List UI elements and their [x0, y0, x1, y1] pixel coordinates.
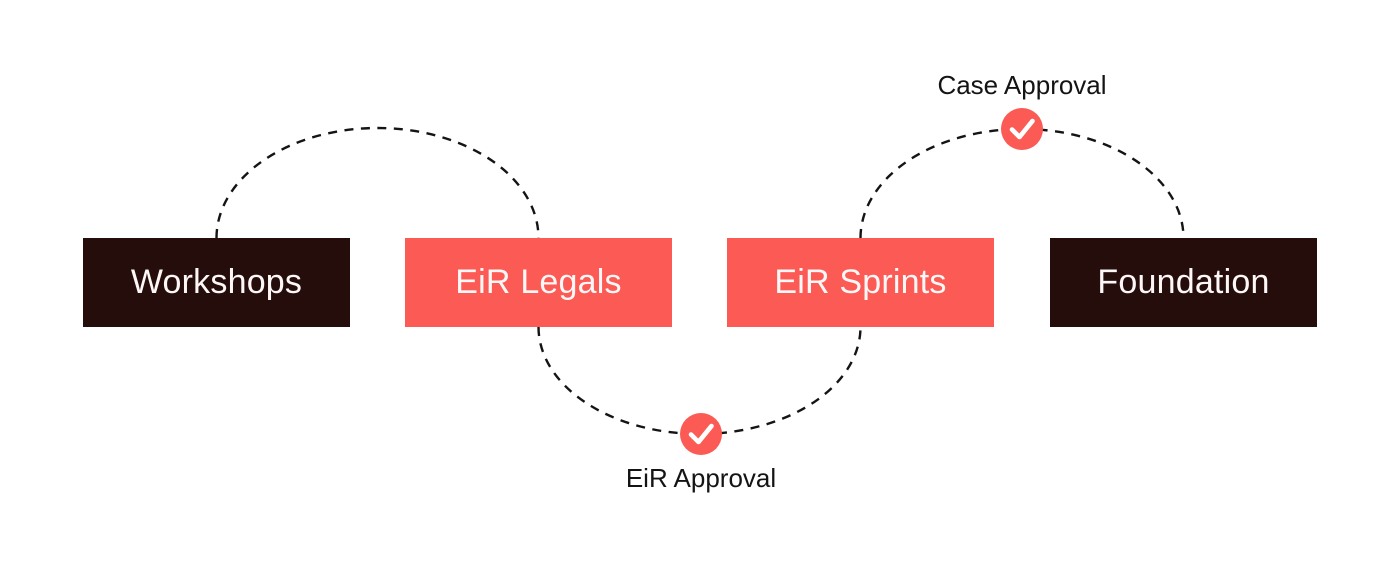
stage-label: Foundation: [1097, 263, 1270, 301]
checkpoint-case-approval: [1001, 108, 1043, 150]
checkpoint-label-case-approval: Case Approval: [937, 70, 1107, 100]
connector-eir-sprints-to-foundation: [859, 127, 1185, 239]
check-circle: [1001, 108, 1043, 150]
stage-label: EiR Sprints: [774, 263, 947, 301]
checkpoint-label-eir-approval: EiR Approval: [625, 463, 777, 493]
stage-box-eir-sprints: EiR Sprints: [727, 238, 994, 327]
stage-box-eir-legals: EiR Legals: [405, 238, 672, 327]
connector-eir-legals-to-eir-sprints: [537, 326, 862, 436]
stage-box-workshops: Workshops: [83, 238, 350, 327]
checkpoint-eir-approval: [680, 413, 722, 455]
connector-workshops-to-eir-legals: [215, 126, 540, 239]
checkmark-icon: [688, 423, 714, 445]
stage-box-foundation: Foundation: [1050, 238, 1317, 327]
stage-label: Workshops: [130, 263, 303, 301]
checkmark-icon: [1009, 118, 1035, 140]
stage-label: EiR Legals: [455, 263, 622, 301]
check-circle: [680, 413, 722, 455]
